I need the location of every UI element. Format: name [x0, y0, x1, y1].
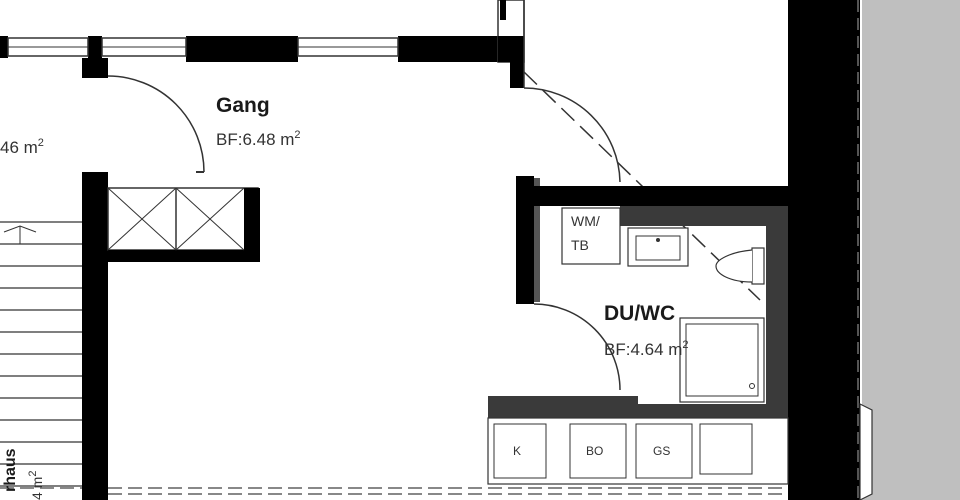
shower-tray	[679, 317, 765, 403]
room-area-left: 46 m2	[0, 137, 44, 157]
staircase	[0, 221, 82, 487]
door-gang-left	[107, 75, 205, 173]
balcony-edge	[859, 403, 873, 500]
corner-pillar	[497, 0, 525, 88]
label-wm: WM/	[571, 213, 600, 229]
label-tb: TB	[571, 237, 589, 253]
top-wall	[0, 36, 498, 78]
washing-machine	[561, 207, 621, 265]
label-kitchen-gs: GS	[653, 444, 670, 458]
toilet	[715, 247, 765, 285]
stair-area: 4 m2	[27, 471, 45, 500]
wardrobe	[107, 187, 260, 262]
stair-wall	[82, 172, 108, 500]
label-kitchen-bo: BO	[586, 444, 603, 458]
label-kitchen-k: K	[513, 444, 521, 458]
neighbor-building	[862, 0, 960, 500]
exterior-wall-right	[788, 0, 860, 500]
room-name-duwc: DU/WC	[604, 302, 675, 325]
door-duwc-top	[523, 87, 621, 183]
door-duwc	[533, 303, 621, 391]
stair-label: rhaus	[2, 448, 19, 492]
room-name-gang: Gang	[216, 94, 270, 117]
bathroom-walls	[488, 176, 788, 418]
sink	[627, 227, 689, 267]
bottom-window-line	[0, 487, 788, 495]
room-area-duwc: BF:4.64 m2	[604, 339, 689, 359]
room-area-gang: BF:6.48 m2	[216, 129, 301, 149]
kitchen-counter	[487, 417, 789, 485]
